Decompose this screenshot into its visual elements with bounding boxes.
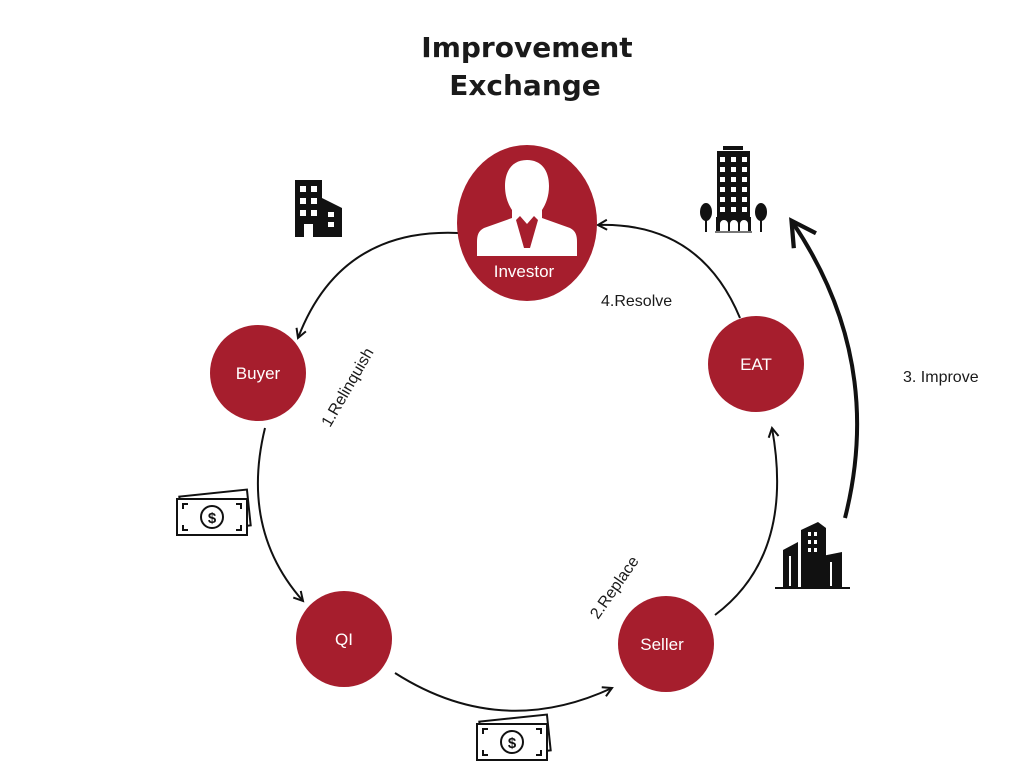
svg-text:$: $ — [508, 735, 517, 752]
edge-eat-to-investor — [598, 225, 741, 319]
node-buyer[interactable]: Buyer — [210, 325, 306, 421]
node-seller[interactable]: Seller — [618, 596, 714, 692]
office-building-icon — [295, 180, 342, 237]
node-qi[interactable]: QI — [296, 591, 392, 687]
edge-qi-to-seller — [394, 672, 612, 712]
node-investor-label: Investor — [494, 262, 555, 281]
cash-icon: $ — [176, 488, 252, 536]
label-resolve: 4.Resolve — [601, 293, 672, 310]
cash-icon: $ — [476, 713, 552, 761]
title-line-2: Exchange — [449, 69, 601, 102]
node-qi-label: QI — [335, 630, 353, 649]
edge-improve-arrow — [789, 217, 860, 519]
node-seller-label: Seller — [640, 635, 684, 654]
label-improve: 3. Improve — [903, 369, 979, 386]
edge-seller-to-eat — [714, 428, 777, 616]
title-line-1: Improvement — [421, 31, 632, 64]
skyscrapers-icon — [775, 522, 850, 589]
node-eat[interactable]: EAT — [708, 316, 804, 412]
tower-with-trees-icon — [700, 146, 767, 233]
node-buyer-label: Buyer — [236, 364, 281, 383]
node-eat-label: EAT — [740, 355, 772, 374]
edge-investor-to-buyer — [298, 231, 459, 338]
edge-buyer-to-qi — [256, 427, 303, 601]
label-relinquish: 1.Relinquish — [319, 345, 378, 430]
svg-text:$: $ — [208, 510, 217, 527]
node-investor[interactable]: Investor — [457, 145, 597, 301]
person-icon — [477, 160, 577, 256]
